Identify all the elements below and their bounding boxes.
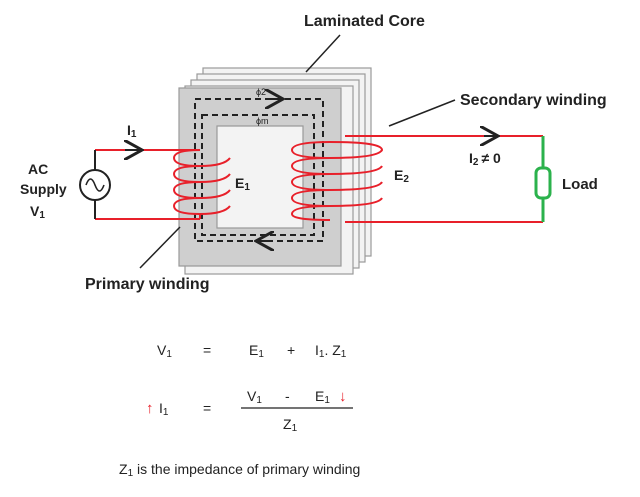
current-increase-arrow: ↑ (146, 400, 154, 417)
equation-primary-current: ↑ I1 = V1 - E1 ↓ Z1 (146, 388, 353, 434)
svg-text:=: = (203, 342, 211, 358)
v1-label: V1 (30, 203, 45, 221)
svg-text:I1. Z1: I1. Z1 (315, 342, 347, 360)
svg-text:=: = (203, 400, 211, 416)
i1-label: I1 (127, 122, 137, 140)
leader-lines (139, 34, 456, 269)
load-label: Load (562, 176, 598, 193)
primary-leader (139, 226, 181, 269)
svg-text:Z1: Z1 (283, 416, 298, 434)
primary-winding-coils (172, 149, 231, 219)
emf-decrease-arrow: ↓ (339, 388, 347, 405)
equation-primary-voltage: V1 = E1 + I1. Z1 (157, 342, 347, 360)
svg-text:+: + (287, 342, 295, 358)
supply-label: Supply (20, 181, 67, 197)
svg-text:V1: V1 (247, 388, 262, 406)
svg-text:V1: V1 (157, 342, 172, 360)
e2-label: E2 (394, 167, 409, 185)
e1-label: E1 (235, 175, 250, 193)
sine-wave-icon (85, 178, 105, 192)
svg-text:I1: I1 (159, 400, 169, 418)
secondary-leader (388, 99, 456, 127)
i2-label: I2≠ 0 (469, 150, 501, 168)
secondary-winding-label: Secondary winding (460, 92, 607, 109)
phi2-label: ϕ2 (256, 87, 266, 97)
secondary-circuit (345, 135, 543, 223)
ac-label: AC (28, 161, 48, 177)
core-leader (305, 34, 341, 73)
secondary-winding-coils (290, 141, 384, 221)
svg-text:E1: E1 (249, 342, 264, 360)
svg-text:E1: E1 (315, 388, 330, 406)
svg-text:-: - (285, 388, 290, 404)
phim-label: ϕm (256, 116, 269, 126)
laminated-core-label: Laminated Core (304, 13, 425, 30)
primary-winding-label: Primary winding (85, 276, 209, 293)
impedance-note: Z1 is the impedance of primary winding (119, 461, 360, 479)
ac-source (79, 169, 111, 201)
load-resistor (534, 136, 552, 222)
